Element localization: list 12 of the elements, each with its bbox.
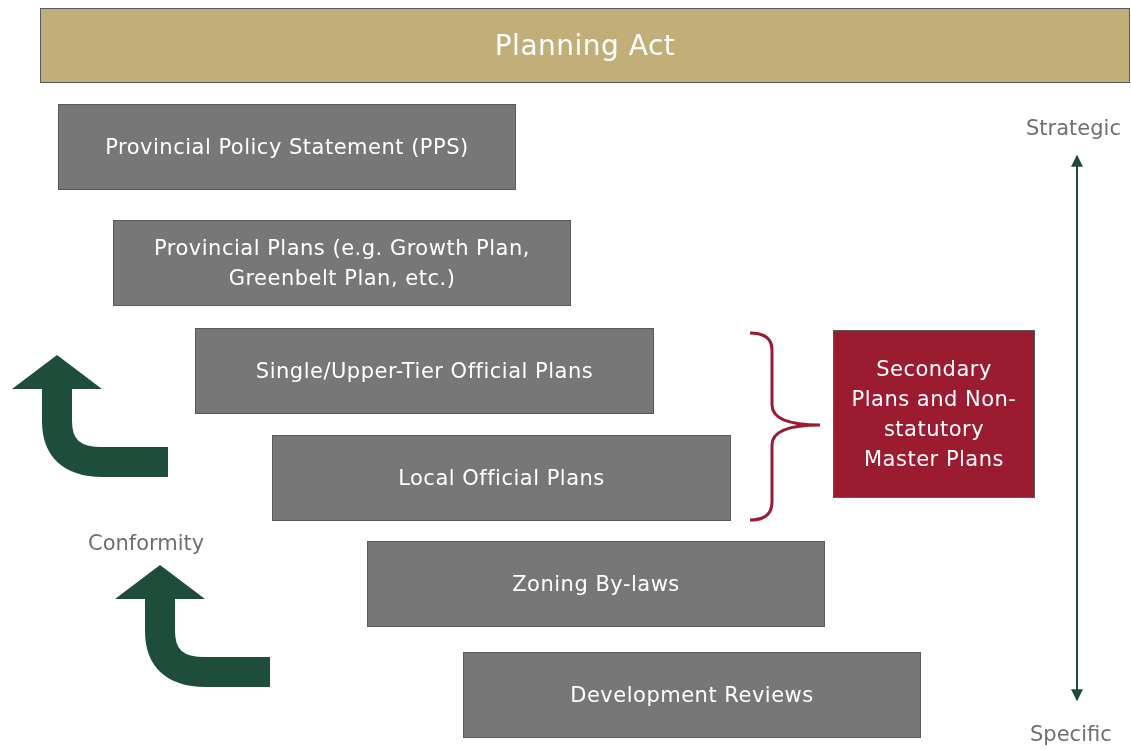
axis-end-label: Specific bbox=[1030, 722, 1130, 750]
plan-box: Zoning By-laws bbox=[367, 541, 825, 627]
plan-box: Development Reviews bbox=[463, 652, 921, 738]
plan-box: Provincial Policy Statement (PPS) bbox=[58, 104, 516, 190]
plan-box: Provincial Plans (e.g. Growth Plan, Greenbelt Plan, etc.) bbox=[113, 220, 571, 306]
axis-end-label: Strategic bbox=[1026, 116, 1130, 146]
side-box: Secondary Plans and Non-statutory Master Plans bbox=[833, 330, 1035, 498]
axis-label: Conformity bbox=[88, 531, 205, 555]
title-band: Planning Act bbox=[40, 8, 1130, 83]
double-arrow bbox=[1071, 154, 1083, 702]
plan-box: Single/Upper-Tier Official Plans bbox=[195, 328, 654, 414]
plan-box: Local Official Plans bbox=[272, 435, 731, 521]
